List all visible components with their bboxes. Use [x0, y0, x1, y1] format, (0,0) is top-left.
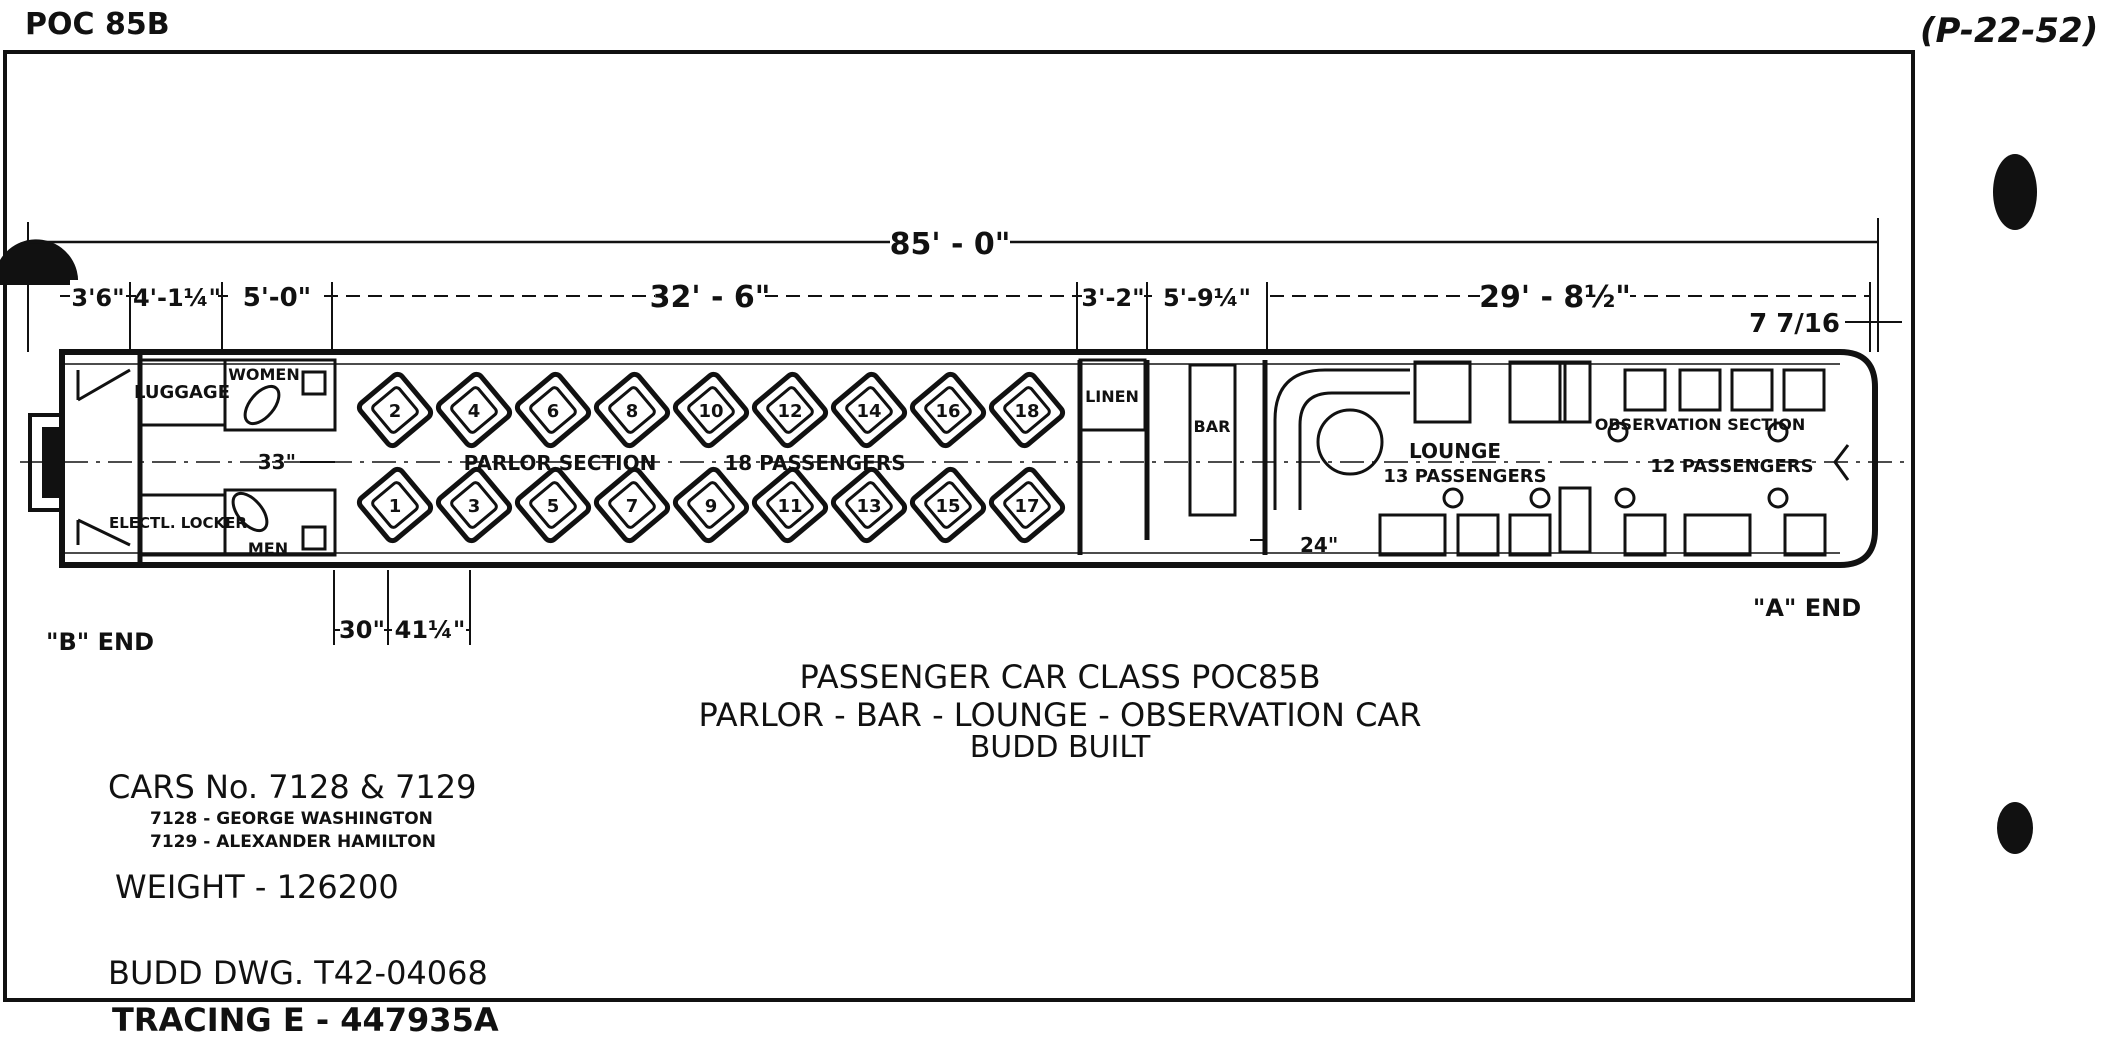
room-men: MEN: [248, 539, 288, 558]
parlor-seat: [435, 371, 513, 449]
parlor-seat: [356, 371, 434, 449]
parlor-seat: [909, 466, 987, 544]
lounge-area: LOUNGE 13 PASSENGERS OBSERVATION SECTION…: [1273, 360, 1850, 557]
punch-hole-bottom: [1997, 802, 2033, 854]
parlor-seat: [593, 466, 671, 544]
observation-capacity-label: 12 PASSENGERS: [1650, 456, 1813, 477]
parlor-seat: [593, 371, 671, 449]
dim-bar-24: 24": [1300, 533, 1338, 557]
room-luggage: LUGGAGE: [134, 382, 230, 403]
room-electl-locker: ELECTL. LOCKER: [109, 514, 247, 532]
parlor-seat-number: 13: [856, 496, 881, 517]
service-rooms: LUGGAGE WOMEN ELECTL. LOCKER MEN 33": [109, 358, 337, 558]
parlor-seat-number: 16: [935, 401, 960, 422]
dim-aisle-33: 33": [258, 450, 296, 474]
builder: BUDD BUILT: [970, 730, 1151, 765]
parlor-seat: [751, 371, 829, 449]
car-name-7129: 7129 - ALEXANDER HAMILTON: [150, 832, 436, 852]
sheet-ref: (P-22-52): [1920, 11, 2098, 51]
cars-number: CARS No. 7128 & 7129: [108, 768, 476, 806]
dim-seg4: 32' - 6": [650, 280, 771, 315]
weight: WEIGHT - 126200: [115, 868, 399, 906]
parlor-seat-number: 3: [468, 496, 481, 517]
dim-seg7: 29' - 8½": [1479, 280, 1631, 315]
parlor-seat: [988, 371, 1066, 449]
parlor-seat-number: 10: [698, 401, 723, 422]
dim-seat-30: 30": [339, 616, 385, 644]
parlor-seat-number: 6: [547, 401, 560, 422]
bar-area: LINEN BAR 24": [1077, 358, 1338, 557]
b-end-label: "B" END: [46, 628, 154, 656]
room-women: WOMEN: [228, 365, 300, 384]
parlor-seat: [356, 466, 434, 544]
parlor-seat-number: 5: [547, 496, 560, 517]
parlor-seat-number: 1: [389, 496, 402, 517]
room-bar: BAR: [1194, 417, 1231, 436]
lounge-capacity-label: 13 PASSENGERS: [1383, 466, 1546, 487]
parlor-seat-number: 17: [1014, 496, 1039, 517]
parlor-capacity-label: 18 PASSENGERS: [724, 451, 905, 475]
tracing-number: TRACING E - 447935A: [112, 1001, 499, 1039]
parlor-seat: [988, 466, 1066, 544]
parlor-seat: [751, 466, 829, 544]
parlor-seat: [909, 371, 987, 449]
parlor-section-label: PARLOR SECTION: [464, 451, 657, 475]
a-end-label: "A" END: [1753, 594, 1861, 622]
seat-spacing-dimensions: 30" 41¼": [333, 570, 471, 645]
sheet-id: POC 85B: [25, 7, 170, 42]
parlor-seat: [830, 371, 908, 449]
observation-label: OBSERVATION SECTION: [1595, 415, 1806, 434]
parlor-seat-number: 15: [935, 496, 960, 517]
dim-seg3: 5'-0": [243, 283, 311, 313]
dim-seg5: 3'-2": [1081, 284, 1144, 312]
punch-hole-left: [0, 239, 79, 285]
dim-seg2: 4'-1¼": [133, 284, 221, 312]
parlor-seat: [514, 466, 592, 544]
punch-hole-top: [1993, 154, 2037, 230]
parlor-seat-number: 14: [856, 401, 881, 422]
parlor-seat: [672, 371, 750, 449]
parlor-seat-number: 2: [389, 401, 402, 422]
parlor-seat: [435, 466, 513, 544]
car-type: PARLOR - BAR - LOUNGE - OBSERVATION CAR: [698, 696, 1421, 734]
car-class-title: PASSENGER CAR CLASS POC85B: [799, 658, 1320, 696]
dim-seg1: 3'6": [71, 284, 124, 312]
parlor-seat-number: 9: [705, 496, 718, 517]
lounge-label: LOUNGE: [1409, 439, 1501, 463]
parlor-seat-number: 4: [468, 401, 481, 422]
drawing-border: [3, 50, 1915, 1002]
drawing-number: BUDD DWG. T42-04068: [108, 954, 488, 992]
parlor-seat-number: 11: [777, 496, 802, 517]
parlor-seat: [830, 466, 908, 544]
parlor-seat-number: 7: [626, 496, 639, 517]
overall-dimension: 85' - 0": [27, 218, 1879, 352]
segment-dimensions: 3'6" 4'-1¼" 5'-0" 32' - 6" 3'-2" 5'-9¼" …: [60, 280, 1902, 352]
overall-length-label: 85' - 0": [890, 227, 1011, 262]
room-linen: LINEN: [1085, 387, 1139, 406]
dim-end-offset: 7 7/16: [1749, 309, 1840, 339]
parlor-seat: [672, 466, 750, 544]
dim-seg6: 5'-9¼": [1163, 284, 1251, 312]
parlor-seat-number: 8: [626, 401, 639, 422]
parlor-seat: [514, 371, 592, 449]
parlor-seat-number: 12: [777, 401, 802, 422]
car-name-7128: 7128 - GEORGE WASHINGTON: [150, 809, 433, 829]
parlor-seat-number: 18: [1014, 401, 1039, 422]
dim-seat-41: 41¼": [395, 616, 466, 644]
